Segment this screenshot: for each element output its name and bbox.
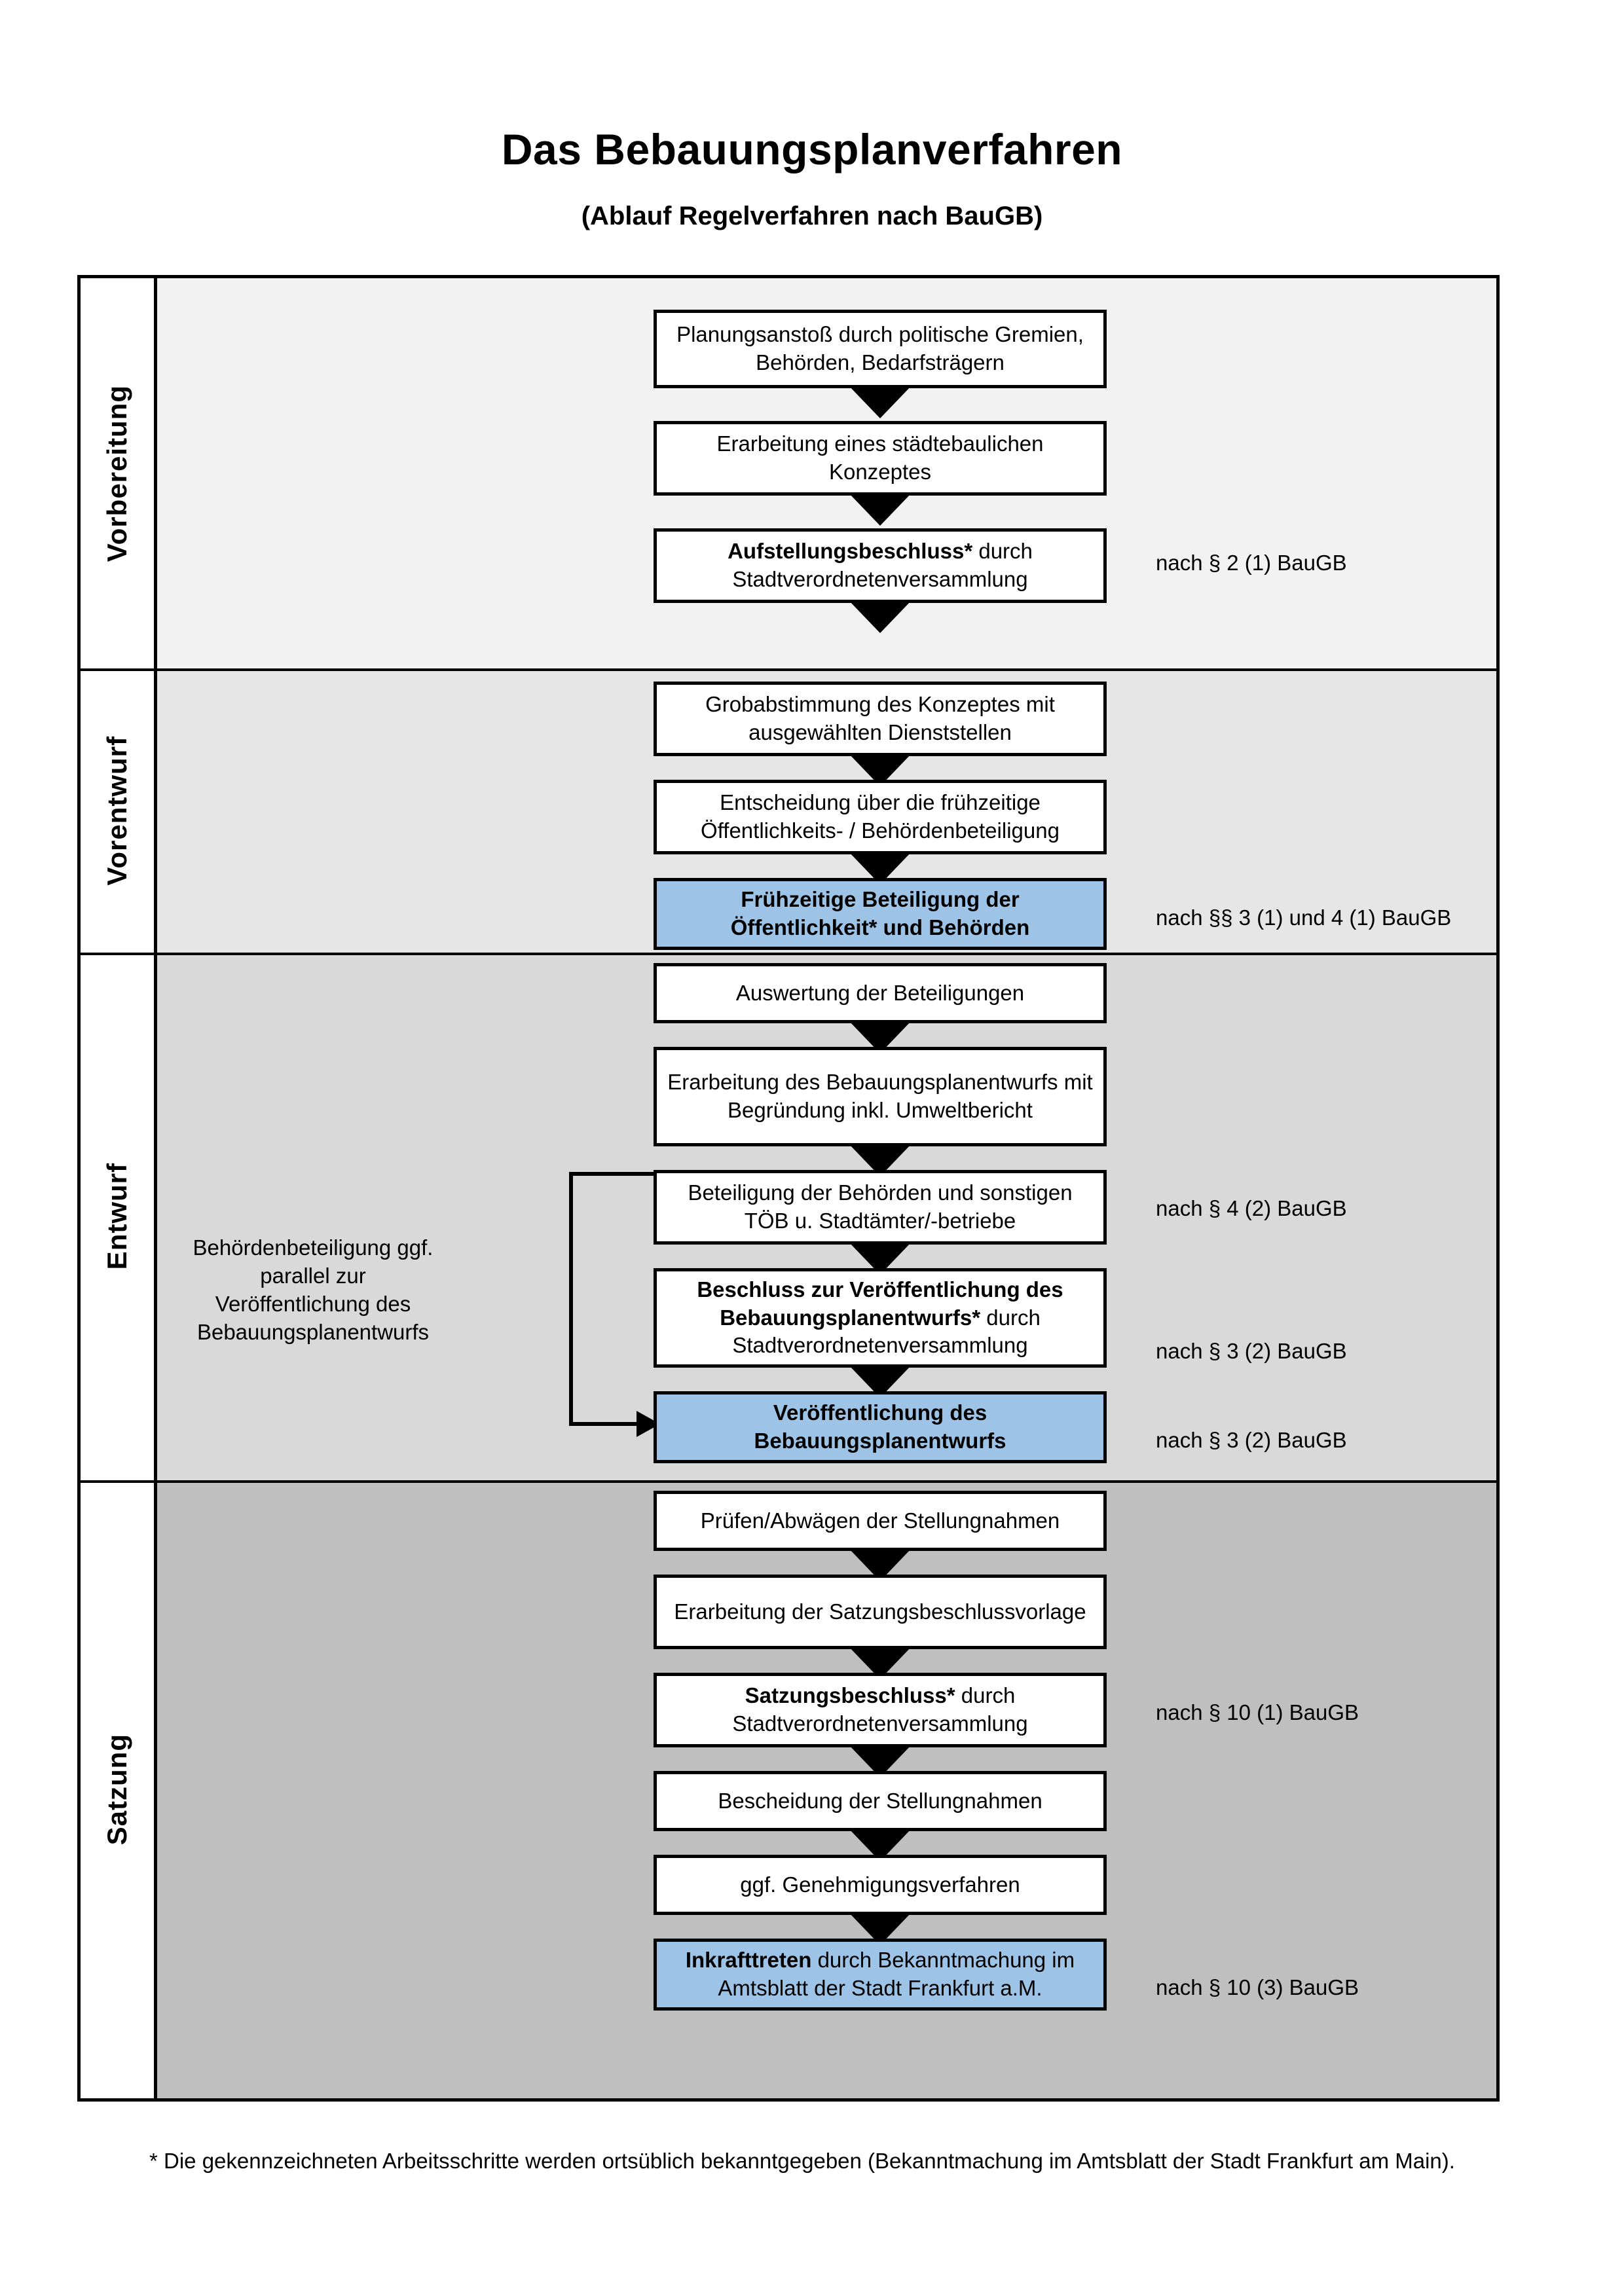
- node-erarbeitung-bplanentwurf[interactable]: Erarbeitung des Bebauungsplanentwurfs mi…: [654, 1047, 1107, 1146]
- side-note-behoerdenbeteiligung: Behördenbeteiligung ggf. parallel zur Ve…: [193, 1235, 434, 1344]
- phase-body-entwurf: Auswertung der Beteiligungen Erarbeitung…: [157, 953, 1496, 1480]
- phase-divider: [81, 668, 1496, 671]
- node-text-rest: durch Bekanntmachung im Amtsblatt der St…: [718, 1948, 1075, 2000]
- footnote: * Die gekennzeichneten Arbeitsschritte w…: [149, 2149, 1455, 2173]
- legal-ref-7: nach § 10 (3) BauGB: [1156, 1975, 1359, 1999]
- node-text-rest: durch Stadtverordnetenversammlung: [732, 1683, 1028, 1736]
- node-beschluss-veroeffentlichung[interactable]: Beschluss zur Veröffentlichung des Bebau…: [654, 1268, 1107, 1368]
- node-text: Prüfen/Abwägen der Stellungnahmen: [700, 1508, 1060, 1533]
- phase-body-satzung: Prüfen/Abwägen der Stellungnahmen Erarbe…: [157, 1480, 1496, 2098]
- node-text-bold: Aufstellungsbeschluss*: [728, 539, 973, 564]
- node-grobabstimmung[interactable]: Grobabstimmung des Konzeptes mit ausgewä…: [654, 682, 1107, 756]
- node-planungsanstoss[interactable]: Planungsanstoß durch politische Gremien,…: [654, 310, 1107, 388]
- node-text: Veröffentlichung des Bebauungsplanentwur…: [754, 1400, 1006, 1453]
- node-veroeffentlichung-bplanentwurf[interactable]: Veröffentlichung des Bebauungsplanentwur…: [654, 1391, 1107, 1463]
- node-text-bold: Inkrafttreten: [685, 1948, 812, 1973]
- legal-ref-2: nach §§ 3 (1) und 4 (1) BauGB: [1156, 905, 1452, 930]
- node-satzungsbeschluss[interactable]: Satzungsbeschluss* durch Stadtverordnete…: [654, 1673, 1107, 1747]
- phase-label-vorbereitung: Vorbereitung: [81, 278, 154, 668]
- node-text-rest: durch Stadtverordnetenversammlung: [732, 1305, 1041, 1358]
- feedback-loop-arrow: [569, 1172, 660, 1437]
- node-fruehzeitige-beteiligung[interactable]: Frühzeitige Beteiligung der Öffentlichke…: [654, 878, 1107, 950]
- legal-ref-3: nach § 4 (2) BauGB: [1156, 1196, 1347, 1220]
- node-text: Bescheidung der Stellungnahmen: [718, 1788, 1043, 1813]
- phase-label-text: Entwurf: [101, 1163, 132, 1270]
- page-subtitle: (Ablauf Regelverfahren nach BauGB): [581, 202, 1043, 230]
- phase-label-satzung: Satzung: [81, 1480, 154, 2098]
- page-title: Das Bebauungsplanverfahren: [501, 125, 1123, 173]
- node-staedtebauliches-konzept[interactable]: Erarbeitung eines städtebaulichen Konzep…: [654, 421, 1107, 496]
- phase-divider: [81, 953, 1496, 955]
- legal-ref-1: nach § 2 (1) BauGB: [1156, 551, 1347, 575]
- node-text-bold: Satzungsbeschluss*: [745, 1683, 955, 1708]
- node-auswertung-beteiligungen[interactable]: Auswertung der Beteiligungen: [654, 963, 1107, 1023]
- node-text: Erarbeitung der Satzungsbeschlussvorlage: [674, 1599, 1086, 1624]
- node-text: Satzungsbeschluss* durch Stadtverordnete…: [665, 1682, 1096, 1738]
- node-bescheidung-stellungnahmen[interactable]: Bescheidung der Stellungnahmen: [654, 1771, 1107, 1831]
- node-text: Beteiligung der Behörden und sonstigen T…: [688, 1180, 1073, 1233]
- node-text: Auswertung der Beteiligungen: [735, 980, 1025, 1005]
- phase-body-vorbereitung: Planungsanstoß durch politische Gremien,…: [157, 278, 1496, 668]
- legal-ref-5: nach § 3 (2) BauGB: [1156, 1428, 1347, 1452]
- legal-ref-4: nach § 3 (2) BauGB: [1156, 1339, 1347, 1363]
- phase-satzung: Satzung Prüfen/Abwägen der Stellungnahme…: [81, 1480, 1496, 2098]
- phase-entwurf: Entwurf Auswertung der Beteiligungen Era…: [81, 953, 1496, 1480]
- phase-label-vorentwurf: Vorentwurf: [81, 668, 154, 953]
- phase-divider: [81, 1480, 1496, 1483]
- node-entscheidung-fruehzeitige[interactable]: Entscheidung über die frühzeitige Öffent…: [654, 780, 1107, 854]
- title-block: Das Bebauungsplanverfahren (Ablauf Regel…: [0, 124, 1624, 231]
- label-column-divider: [154, 278, 157, 2098]
- node-text: Planungsanstoß durch politische Gremien,…: [676, 322, 1084, 374]
- node-text: Erarbeitung eines städtebaulichen Konzep…: [716, 431, 1044, 484]
- node-text-bold: Beschluss zur Veröffentlichung des Bebau…: [697, 1277, 1063, 1330]
- node-aufstellungsbeschluss[interactable]: Aufstellungsbeschluss* durch Stadtverord…: [654, 528, 1107, 603]
- node-text: Grobabstimmung des Konzeptes mit ausgewä…: [705, 692, 1055, 744]
- legal-ref-6: nach § 10 (1) BauGB: [1156, 1700, 1359, 1724]
- arrow-down-icon: [849, 600, 912, 633]
- node-text: ggf. Genehmigungsverfahren: [740, 1872, 1020, 1897]
- arrow-down-icon: [849, 386, 912, 418]
- phase-label-text: Vorbereitung: [101, 384, 132, 562]
- node-inkrafttreten[interactable]: Inkrafttreten durch Bekanntmachung im Am…: [654, 1939, 1107, 2011]
- node-text: Aufstellungsbeschluss* durch Stadtverord…: [665, 538, 1096, 594]
- node-genehmigungsverfahren[interactable]: ggf. Genehmigungsverfahren: [654, 1855, 1107, 1915]
- phase-label-entwurf: Entwurf: [81, 953, 154, 1480]
- phase-vorentwurf: Vorentwurf Grobabstimmung des Konzeptes …: [81, 668, 1496, 953]
- phase-label-text: Vorentwurf: [101, 735, 132, 886]
- node-beteiligung-behoerden-toeb[interactable]: Beteiligung der Behörden und sonstigen T…: [654, 1170, 1107, 1245]
- node-pruefen-abwaegen[interactable]: Prüfen/Abwägen der Stellungnahmen: [654, 1491, 1107, 1551]
- arrow-down-icon: [849, 493, 912, 526]
- node-text: Frühzeitige Beteiligung der Öffentlichke…: [730, 887, 1030, 939]
- node-text: Entscheidung über die frühzeitige Öffent…: [701, 790, 1060, 843]
- flowchart-frame: Vorbereitung Planungsanstoß durch politi…: [77, 275, 1500, 2102]
- phase-vorbereitung: Vorbereitung Planungsanstoß durch politi…: [81, 278, 1496, 668]
- node-text-rest: durch Stadtverordnetenversammlung: [732, 539, 1033, 591]
- phase-body-vorentwurf: Grobabstimmung des Konzeptes mit ausgewä…: [157, 668, 1496, 953]
- node-erarbeitung-satzungsvorlage[interactable]: Erarbeitung der Satzungsbeschlussvorlage: [654, 1575, 1107, 1649]
- node-text: Inkrafttreten durch Bekanntmachung im Am…: [665, 1946, 1096, 2003]
- node-text: Beschluss zur Veröffentlichung des Bebau…: [665, 1276, 1096, 1360]
- phase-label-text: Satzung: [101, 1733, 132, 1846]
- node-text: Erarbeitung des Bebauungsplanentwurfs mi…: [667, 1070, 1093, 1122]
